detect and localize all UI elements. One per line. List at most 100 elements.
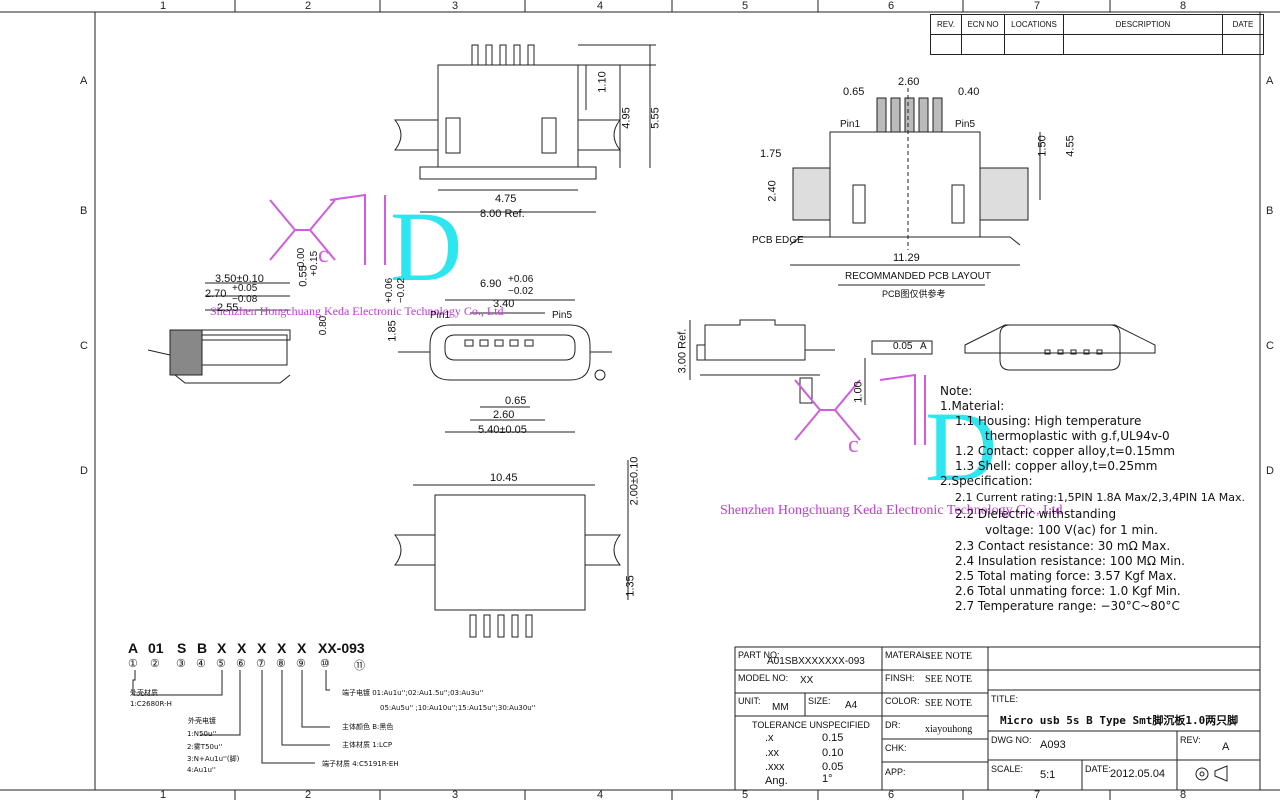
pn-legend: 端子电镀 01:Au1u'';02:Au1.5u'';03:Au3u'': [342, 689, 484, 697]
pin1-label: Pin1: [840, 119, 861, 130]
pn-segment: X: [237, 640, 247, 656]
pn-legend: 3:N+Au1u''(脚): [187, 755, 240, 763]
pin5-label: Pin5: [552, 310, 573, 321]
pcb-layout-view: [789, 88, 1041, 286]
left-side-view: [147, 282, 291, 384]
row-label: D: [80, 465, 88, 477]
pin5-label: Pin5: [955, 119, 976, 130]
chk-label: CHK:: [885, 743, 907, 753]
note-line: 2.6 Total unmating force: 1.0 Kgf Min.: [955, 584, 1181, 598]
watermark-text: Shenzhen Hongchuang Keda Electronic Tech…: [720, 503, 1063, 518]
tol-value: 1°: [822, 773, 833, 785]
dim-label: 0.55: [297, 265, 310, 287]
note-line: 1.2 Contact: copper alloy,t=0.15mm: [955, 444, 1175, 458]
dim-label: 10.45: [490, 472, 518, 484]
note-line: 2.7 Temperature range: −30°C~80°C: [955, 599, 1180, 613]
dim-label: 3.00 Ref.: [676, 328, 689, 374]
dim-label: 0.65: [843, 86, 865, 98]
dim-label: 1.85: [386, 320, 399, 342]
dim-tol: +0.15: [309, 250, 321, 277]
svg-text:D: D: [925, 391, 997, 502]
scale-value: 5:1: [1040, 769, 1056, 781]
pn-segment: XX-093: [318, 640, 365, 656]
finish-value: SEE NOTE: [925, 674, 972, 685]
part-number-leaders: [132, 670, 330, 764]
note-line: 2.Specification:: [940, 474, 1033, 488]
dim-tol: +0.06: [508, 274, 534, 285]
col-label: 8: [1180, 789, 1187, 801]
col-label: 3: [452, 0, 459, 12]
pn-legend: 外壳电镀: [188, 717, 216, 725]
dim-label: 1.50: [1036, 135, 1049, 157]
datum-label: A: [920, 341, 927, 352]
pn-legend: 主体材质 1:LCP: [342, 741, 393, 749]
dim-tol: −0.08: [232, 294, 258, 305]
col-label: 6: [888, 0, 895, 12]
dim-tol: +0.05: [232, 283, 258, 294]
pn-index: ①: [128, 658, 138, 670]
pn-segment: 01: [148, 640, 164, 656]
right-side-view: [689, 319, 933, 405]
unit-value: MM: [772, 702, 789, 713]
pn-legend: 2:雾T50u'': [187, 743, 223, 751]
title-block-grid: [734, 646, 1261, 791]
pn-legend: 1:C2680R-H: [130, 700, 172, 708]
dim-tol: −0.02: [508, 286, 534, 297]
top-view: [393, 44, 656, 213]
receptacle-front-view: [964, 324, 1156, 371]
tol-value: 0.15: [822, 732, 844, 744]
dim-label: 1.10: [596, 71, 609, 93]
row-label: A: [80, 75, 88, 87]
pn-index: ⑪: [354, 660, 365, 672]
color-label: COLOR:: [885, 696, 920, 706]
pcb-edge-label: PCB EDGE: [752, 235, 804, 246]
col-label: 4: [597, 789, 604, 801]
pn-index: ⑤: [216, 658, 226, 670]
dim-label: 2.60: [898, 76, 920, 88]
svg-text:D: D: [390, 191, 462, 302]
note-line: 1.3 Shell: copper alloy,t=0.25mm: [955, 459, 1158, 473]
date-label: DATE:: [1085, 764, 1111, 774]
svg-text:c: c: [318, 242, 329, 268]
pn-segment: X: [257, 640, 267, 656]
note-line: thermoplastic with g.f,UL94v-0: [985, 429, 1170, 443]
row-label: A: [1266, 75, 1274, 87]
revision-table: REV. ECN NO LOCATIONS DESCRIPTION DATE: [930, 14, 1264, 55]
col-label: 3: [452, 789, 459, 801]
dim-label: 0.65: [505, 395, 527, 407]
pn-index: ⑩: [320, 658, 330, 670]
dim-label: 0.80: [318, 315, 330, 336]
dim-label: 5.55: [649, 107, 662, 129]
dim-label: 3.40: [493, 298, 515, 310]
unit-label: UNIT:: [738, 696, 761, 706]
col-label: 2: [305, 0, 312, 12]
pn-legend: 05:Au5u'' ;10:Au10u'';15:Au15u'';30:Au30…: [380, 704, 536, 712]
dim-label: 2.55: [217, 302, 239, 314]
pn-segment: X: [217, 640, 227, 656]
pn-index: ⑥: [236, 658, 246, 670]
pin1-label: Pin1: [430, 310, 451, 321]
dim-label: 0.40: [958, 86, 980, 98]
rev-value: A: [1222, 741, 1230, 753]
pcb-layout-title: RECOMMANDED PCB LAYOUT: [845, 271, 991, 282]
dim-tol: −0.02: [396, 277, 408, 304]
col-label: 8: [1180, 0, 1187, 12]
pn-index: ④: [196, 658, 206, 670]
pn-segment: X: [277, 640, 287, 656]
dwg-label: DWG NO:: [991, 735, 1032, 745]
col-label: 5: [742, 0, 749, 12]
svg-text:c: c: [848, 432, 859, 458]
material-label: MATERAL:: [885, 650, 930, 660]
watermark-text: Shenzhen Hongchuang Keda Electronic Tech…: [210, 304, 504, 318]
scale-label: SCALE:: [991, 764, 1024, 774]
row-label: B: [80, 205, 88, 217]
pn-segment: S: [177, 640, 187, 656]
pcb-layout-note: PCB图仅供参考: [882, 289, 946, 299]
pn-segment: X: [297, 640, 307, 656]
row-label: D: [1266, 465, 1274, 477]
pn-index: ②: [150, 658, 160, 670]
date-value: 2012.05.04: [1110, 768, 1166, 780]
col-label: 7: [1034, 0, 1041, 12]
note-line: 2.5 Total mating force: 3.57 Kgf Max.: [955, 569, 1177, 583]
col-label: 4: [597, 0, 604, 12]
